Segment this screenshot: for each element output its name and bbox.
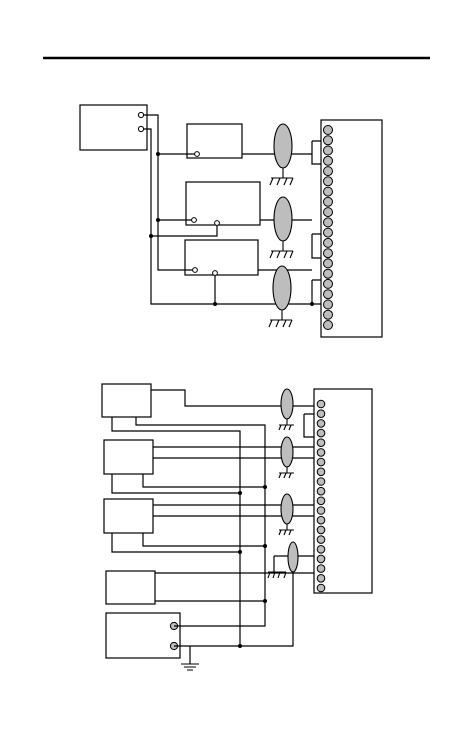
lower-terminal-5 [316,438,326,448]
cable-shield-icon [268,265,293,328]
lower-terminal-11 [316,496,326,506]
upper-terminal-20 [323,320,333,330]
upper-terminal-8 [323,196,333,207]
upper-wiring-diagram [79,104,383,338]
lower-terminal-18 [316,564,326,573]
upper-terminal-6 [323,176,333,187]
upper-terminal-1 [323,125,333,135]
upper-junction-4 [213,302,217,306]
lower-junction-2 [263,485,267,489]
upper-terminal-2 [323,135,333,146]
lower-terminal-14 [316,525,326,535]
upper-terminal-10 [323,217,333,228]
lower-terminal-9 [316,477,326,486]
lower-terminal-17 [316,554,326,564]
lower-terminal-3 [316,419,326,428]
lower-junction-1 [238,491,242,495]
upper-terminal-column [323,125,333,330]
upper-terminal-15 [323,268,333,279]
lower-junction-5 [263,599,267,603]
lower-terminal-6 [316,448,326,457]
cable-shield-icon [269,196,294,259]
upper-terminal-5 [323,166,333,177]
lower-junction-6 [238,644,242,648]
upper-terminal-4 [323,155,333,166]
upper-terminal-11 [323,227,333,238]
upper-wire-b [144,128,312,305]
cable-shield-icon [278,436,294,479]
lower-wire-o [240,564,294,647]
upper-wire-k [311,233,321,259]
lower-terminal-8 [316,467,326,477]
cable-shield-icon [278,493,294,536]
lower-module-2 [103,439,154,475]
lower-terminal-4 [316,428,326,438]
lower-terminal-7 [316,457,326,467]
lower-terminal-column [316,399,326,593]
upper-wire-l [311,279,321,305]
upper-terminal-13 [323,248,333,259]
upper-junction-3 [149,234,153,238]
lower-module-4 [105,570,156,605]
lower-module-5 [105,612,181,659]
upper-wire-a [144,114,195,271]
upper-terminal-18 [323,299,333,310]
upper-module-2-terminal-1 [191,217,197,223]
cable-shield-icon [269,123,294,186]
lower-terminal-12 [316,506,326,515]
upper-junction-1 [156,152,160,156]
lower-wire-b [111,417,241,647]
upper-module-1-terminal [194,151,200,157]
lower-wire-c [135,417,266,627]
upper-terminal-7 [323,186,333,197]
lower-junction-4 [263,544,267,548]
cable-shield-icon [278,388,294,431]
upper-terminal-14 [323,258,333,269]
upper-junction-2 [156,218,160,222]
lower-terminal-20 [316,583,326,593]
upper-module-3-terminal-1 [192,267,198,273]
lower-wire-p [303,413,314,438]
upper-module-2-terminal-2 [214,220,220,226]
lower-terminal-1 [316,399,326,409]
lower-module-3 [103,498,154,534]
upper-source-module [79,104,148,151]
lower-wire-k [142,533,265,547]
upper-terminal-17 [323,289,333,300]
lower-module-1 [101,383,152,418]
upper-terminal-19 [323,309,333,320]
cable-shield-icon [267,541,299,579]
upper-wire-j [311,140,321,165]
lower-terminal-13 [316,515,326,525]
lower-terminal-15 [316,535,326,544]
lower-wire-a [151,389,314,407]
upper-terminal-12 [323,237,333,248]
lower-wire-f [111,474,240,494]
chassis-ground-icon [181,663,199,671]
lower-terminal-10 [316,486,326,496]
lower-wire-g [142,474,265,488]
upper-source-terminal-1 [137,111,145,119]
upper-junction-5 [310,302,314,306]
lower-junction-3 [238,550,242,554]
upper-terminal-16 [323,278,333,289]
upper-module-2 [185,181,261,226]
upper-source-terminal-2 [137,125,145,133]
upper-module-3-terminal-2 [212,270,218,276]
lower-wire-j [111,533,240,553]
lower-terminal-2 [316,409,326,419]
lower-terminal-19 [316,574,326,583]
lower-terminal-16 [316,545,326,554]
upper-terminal-3 [323,145,333,156]
lower-wiring-diagram [101,383,373,671]
upper-terminal-9 [323,207,333,218]
upper-wire-e [151,223,218,237]
